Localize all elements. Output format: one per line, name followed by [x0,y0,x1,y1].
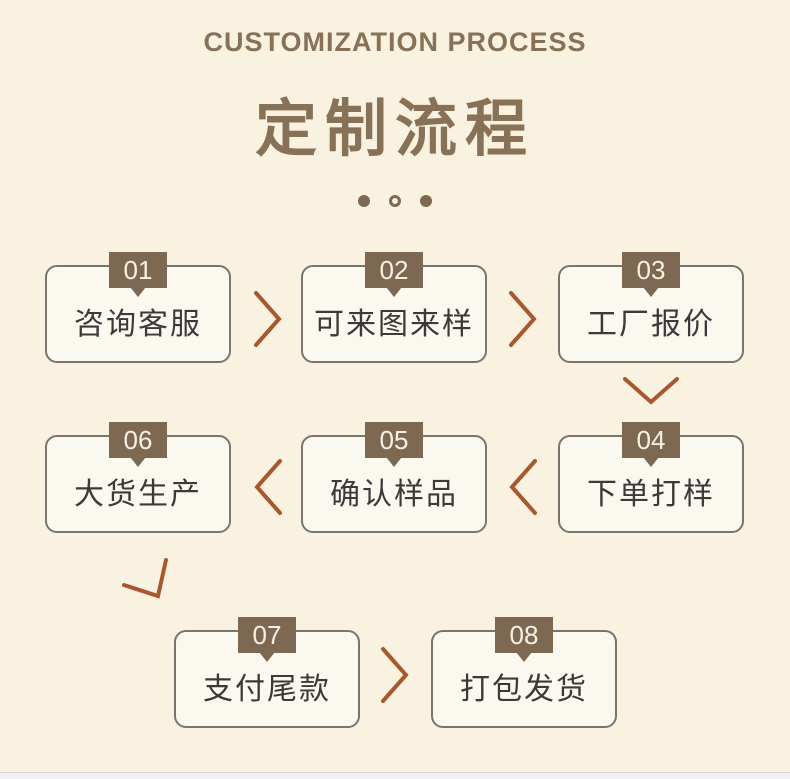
step-label: 可来图来样 [314,308,474,341]
step-box-1: 01 咨询客服 [45,252,231,363]
dot-filled-icon [420,195,432,207]
step-label: 大货生产 [74,478,202,511]
step-label: 工厂报价 [587,308,715,341]
step-box-7: 07 支付尾款 [174,617,360,728]
step-label: 确认样品 [330,478,458,511]
chevron-down-icon [622,376,680,406]
dots-decoration [0,195,790,207]
step-box-4: 04 下单打样 [558,422,744,533]
page-title: 定制流程 [254,95,535,164]
step-label: 下单打样 [587,478,715,511]
chevron-right-icon [508,290,538,348]
step-label: 咨询客服 [74,308,202,341]
step-box-3: 03 工厂报价 [558,252,744,363]
step-number-badge: 08 [495,617,553,653]
chevron-down-left-icon [118,556,172,602]
step-box-8: 08 打包发货 [431,617,617,728]
chevron-right-icon [253,290,283,348]
step-box-5: 05 确认样品 [301,422,487,533]
step-number-badge: 02 [365,252,423,288]
dot-hollow-icon [389,195,401,207]
chevron-right-icon [380,646,410,704]
step-label: 打包发货 [460,673,588,706]
step-box-6: 06 大货生产 [45,422,231,533]
chevron-left-icon [508,458,538,516]
chevron-left-icon [253,458,283,516]
step-number-badge: 01 [109,252,167,288]
step-label: 支付尾款 [203,673,331,706]
subtitle: CUSTOMIZATION PROCESS [203,27,587,57]
step-box-2: 02 可来图来样 [301,252,487,363]
bottom-edge-strip [0,772,790,779]
step-number-badge: 03 [622,252,680,288]
dot-filled-icon [358,195,370,207]
step-number-badge: 06 [109,422,167,458]
step-number-badge: 04 [622,422,680,458]
step-number-badge: 07 [238,617,296,653]
step-number-badge: 05 [365,422,423,458]
